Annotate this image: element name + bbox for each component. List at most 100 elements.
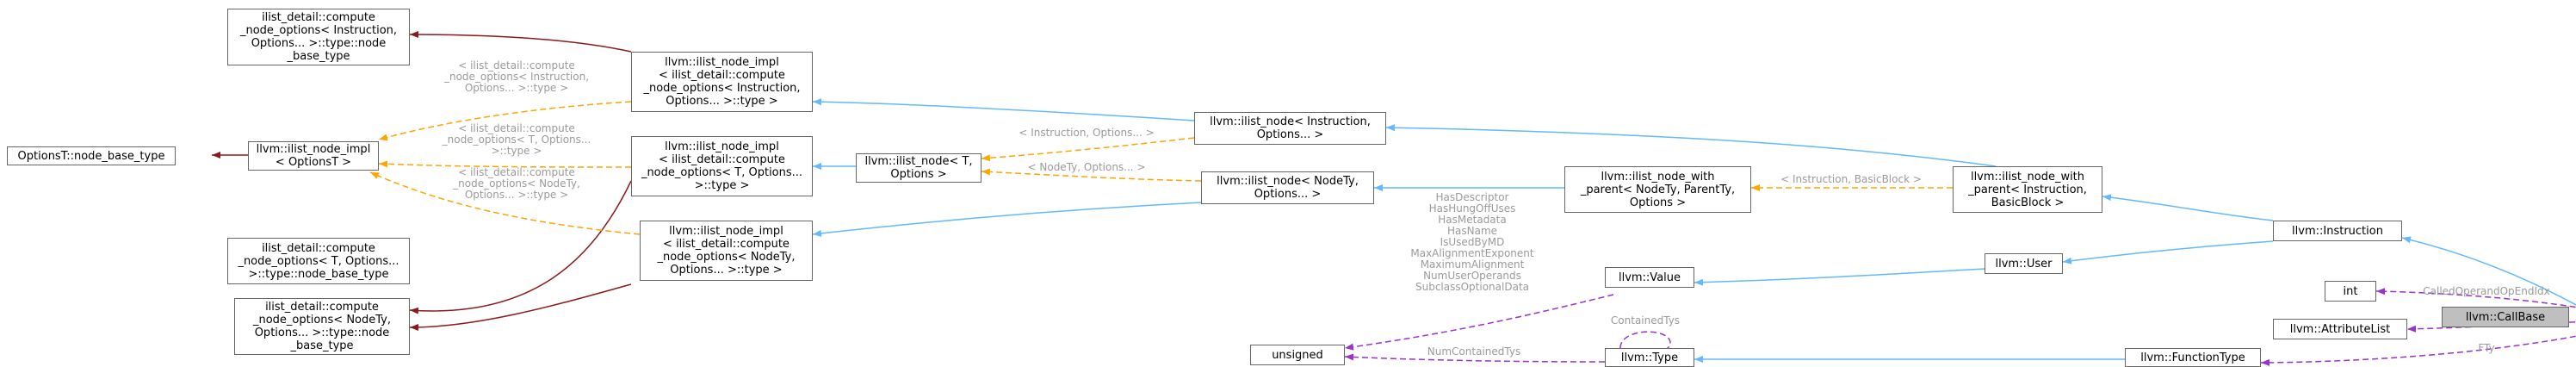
edge-user-to-value xyxy=(1694,268,1985,286)
node-label-line: llvm::FunctionType xyxy=(2140,351,2245,364)
node-label-line: Options... >::type > xyxy=(670,264,783,277)
edge-label-num-contained-tys: NumContainedTys xyxy=(1427,345,1520,358)
node-ilist-node-with-parent-instruction[interactable]: llvm::ilist_node_with_parent< Instructio… xyxy=(1953,166,2102,213)
node-ilist-node-impl-instruction[interactable]: llvm::ilist_node_impl< ilist_detail::com… xyxy=(631,52,813,112)
node-unsigned[interactable]: unsigned xyxy=(1250,345,1345,365)
node-label-line: Options > xyxy=(1629,196,1687,209)
edge-callbase-to-instruction xyxy=(2401,236,2576,306)
edge-label-line: HasName xyxy=(1447,225,1497,237)
node-ilist-node-t[interactable]: llvm::ilist_node< T,Options > xyxy=(856,153,981,183)
node-label-line: BasicBlock > xyxy=(1991,196,2065,209)
edge-label-line: IsUsedByMD xyxy=(1440,236,1505,248)
node-ilist-node-impl-t[interactable]: llvm::ilist_node_impl< ilist_detail::com… xyxy=(631,136,813,196)
node-value[interactable]: llvm::Value xyxy=(1605,267,1694,288)
node-cno-t-base-type[interactable]: ilist_detail::compute_node_options< T, O… xyxy=(227,238,410,284)
node-ilist-node-instruction[interactable]: llvm::ilist_node< Instruction,Options...… xyxy=(1194,112,1386,145)
edge-impl-t-to-cno-t-base xyxy=(409,180,632,314)
node-label-line: llvm::CallBase xyxy=(2465,310,2546,324)
node-label-line: unsigned xyxy=(1272,348,1323,362)
edge-label-line: _node_options< Instruction, xyxy=(443,71,589,83)
node-callbase[interactable]: llvm::CallBase xyxy=(2442,307,2569,327)
node-label-line: < ilist_detail::compute xyxy=(659,153,785,166)
node-label-line: Options... >::type::node xyxy=(251,37,387,50)
node-label-line: < ilist_detail::compute xyxy=(663,238,790,251)
edge-callbase-to-function-type xyxy=(2260,335,2576,366)
node-int[interactable]: int xyxy=(2325,281,2376,302)
node-user[interactable]: llvm::User xyxy=(1985,253,2063,274)
edge-impl-nodety-to-node-impl-opt xyxy=(369,171,641,235)
node-function-type[interactable]: llvm::FunctionType xyxy=(2125,348,2261,367)
node-attribute-list[interactable]: llvm::AttributeList xyxy=(2273,319,2407,339)
edge-label-line: ContainedTys xyxy=(1611,314,1680,327)
node-cno-nodety-base-type[interactable]: ilist_detail::compute_node_options< Node… xyxy=(234,298,410,355)
edge-label-line: HasMetadata xyxy=(1438,214,1506,226)
node-label-line: >::type::node_base_type xyxy=(248,267,389,281)
edge-impl-instr-to-node-impl-opt xyxy=(378,101,632,141)
node-ilist-node-with-parent-nodety[interactable]: llvm::ilist_node_with_parent< NodeTy, Pa… xyxy=(1564,166,1751,213)
edge-label-line: < ilist_detail::compute xyxy=(458,59,575,72)
node-label-line: llvm::ilist_node< NodeTy, xyxy=(1217,175,1359,188)
node-ilist-node-impl-options[interactable]: llvm::ilist_node_impl< OptionsT > xyxy=(248,141,379,171)
edge-label-fty: FTy xyxy=(2478,342,2494,354)
edge-label-line: < ilist_detail::compute xyxy=(458,122,575,134)
edge-label-line: NumContainedTys xyxy=(1427,345,1520,358)
node-instruction[interactable]: llvm::Instruction xyxy=(2273,221,2402,241)
node-label-line: llvm::ilist_node_impl xyxy=(669,225,783,238)
edge-label-line: >::type > xyxy=(492,145,542,157)
edge-label-called-operand: CalledOperandOpEndIdx xyxy=(2423,285,2549,297)
edge-impl-instr-to-cno-instr-base xyxy=(409,31,632,53)
node-options-base-type[interactable]: OptionsT::node_base_type xyxy=(7,146,176,165)
edge-label-line: _node_options< T, Options... xyxy=(442,134,591,146)
edge-with-parent-instr-to-ilist-instr xyxy=(1385,124,1997,167)
node-label-line: Options > xyxy=(890,168,947,181)
node-cno-instruction-base-type[interactable]: ilist_detail::compute_node_options< Inst… xyxy=(227,9,410,65)
edge-ilist-nodety-to-node-impl-nodety xyxy=(812,202,1202,237)
node-label-line: _node_options< T, Options... xyxy=(641,166,803,179)
node-label-line: Options... > xyxy=(1256,128,1324,141)
node-label-line: OptionsT::node_base_type xyxy=(17,149,165,163)
node-ilist-node-impl-nodety[interactable]: llvm::ilist_node_impl< ilist_detail::com… xyxy=(640,221,813,281)
node-label-line: llvm::Type xyxy=(1620,351,1679,364)
node-label-line: llvm::User xyxy=(1995,257,2053,271)
edge-ilist-instr-to-ilist-t xyxy=(981,137,1195,162)
node-label-line: Options... >::type::node xyxy=(254,327,390,339)
edge-label-instr-bb: < Instruction, BasicBlock > xyxy=(1780,173,1922,185)
edge-instruction-to-user xyxy=(2062,240,2274,264)
node-label-line: llvm::ilist_node_with xyxy=(1601,170,1715,184)
node-type[interactable]: llvm::Type xyxy=(1605,348,1694,367)
edge-label-line: MaxAlignmentExponent xyxy=(1410,247,1534,259)
node-label-line: llvm::ilist_node_impl xyxy=(665,56,779,69)
edge-label-impl-instr-template: < ilist_detail::compute_node_options< In… xyxy=(443,59,589,94)
edge-label-line: < ilist_detail::compute xyxy=(458,166,575,178)
edge-impl-nodety-to-cno-nodety-base xyxy=(409,283,632,331)
edge-label-line: FTy xyxy=(2478,342,2494,354)
node-label-line: _parent< Instruction, xyxy=(1968,183,2087,196)
node-label-line: ilist_detail::compute xyxy=(262,11,375,24)
edge-label-line: SubclassOptionalData xyxy=(1415,281,1529,293)
node-label-line: < ilist_detail::compute xyxy=(659,69,785,82)
edge-label-line: CalledOperandOpEndIdx xyxy=(2423,285,2549,297)
node-label-line: _node_options< Instruction, xyxy=(643,82,801,95)
node-label-line: int xyxy=(2343,284,2358,298)
edge-callbase-to-int xyxy=(2375,288,2576,308)
edge-label-line: MaximumAlignment xyxy=(1421,258,1525,271)
node-label-line: ilist_detail::compute xyxy=(262,241,375,255)
edge-ilist-nodety-to-ilist-t xyxy=(981,168,1202,182)
edge-label-line: Options... >::type > xyxy=(465,82,568,94)
edge-label-line: < Instruction, Options... > xyxy=(1019,127,1154,139)
edge-ilist-instr-to-node-impl-instr xyxy=(812,98,1195,121)
node-ilist-node-nodety[interactable]: llvm::ilist_node< NodeTy,Options... > xyxy=(1201,171,1374,204)
edge-label-impl-t-template: < ilist_detail::compute_node_options< T,… xyxy=(442,122,591,157)
node-label-line: Options... >::type > xyxy=(666,95,778,108)
edge-label-line: Options... >::type > xyxy=(465,189,568,201)
edge-label-line: < NodeTy, Options... > xyxy=(1028,161,1146,173)
node-label-line: _node_options< T, Options... xyxy=(238,254,399,268)
edge-label-line: HasDescriptor xyxy=(1436,191,1509,203)
node-label-line: _node_options< NodeTy, xyxy=(657,251,796,264)
edge-label-instr-options: < Instruction, Options... > xyxy=(1019,127,1154,139)
node-label-line: llvm::ilist_node< T, xyxy=(864,155,973,168)
node-label-line: llvm::Instruction xyxy=(2292,224,2383,238)
edge-label-line: HasHungOffUses xyxy=(1429,202,1516,215)
